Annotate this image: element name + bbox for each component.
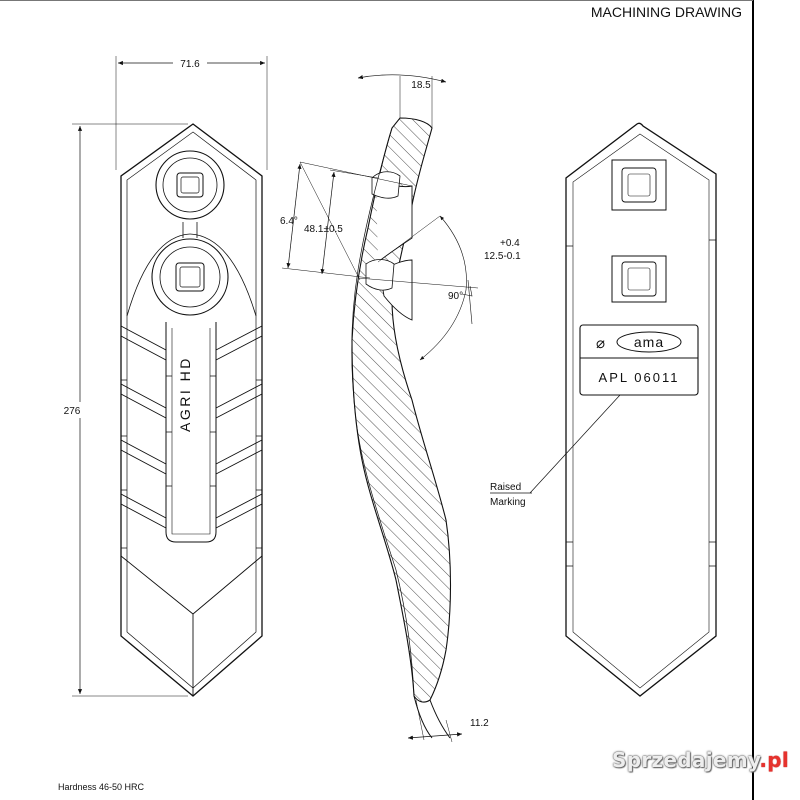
side-profile-edge bbox=[351, 127, 415, 697]
watermark-suffix: .pl bbox=[759, 748, 790, 772]
side-bottom-ext-left bbox=[415, 699, 425, 741]
front-rib-right-4 bbox=[215, 493, 263, 529]
back-upper-bolt-inner-2 bbox=[627, 173, 651, 197]
side-angle-line-1 bbox=[299, 161, 413, 187]
hardness-note: Hardness 46-50 HRC bbox=[58, 782, 145, 792]
back-lower-bolt bbox=[611, 255, 667, 303]
watermark: Sprzedajemy.pl bbox=[612, 748, 789, 772]
side-small-dim-line bbox=[286, 163, 302, 269]
front-height-dim: 276 bbox=[64, 406, 81, 417]
front-center-slot bbox=[165, 322, 217, 543]
front-rib-right-3 bbox=[215, 439, 263, 475]
side-bolt-head-2 bbox=[365, 259, 395, 291]
front-rib-right-2 bbox=[215, 383, 263, 419]
front-slot-ticks bbox=[166, 375, 216, 487]
back-notches-left bbox=[566, 245, 573, 567]
front-lower-bolt-hole bbox=[175, 262, 205, 292]
back-notches-right bbox=[709, 239, 716, 567]
front-right-wing bbox=[189, 233, 257, 317]
drawing-title: MACHINING DRAWING bbox=[590, 4, 742, 20]
front-width-dim-bg bbox=[173, 56, 207, 70]
side-arc bbox=[419, 215, 467, 361]
side-bottom-dim-line bbox=[407, 732, 463, 740]
front-rib-steps-right bbox=[256, 379, 262, 549]
side-top-thickness: 18.5 bbox=[411, 80, 431, 91]
side-right-angle-line bbox=[467, 279, 473, 325]
front-upper-boss bbox=[155, 150, 225, 220]
front-lower-boss bbox=[151, 238, 229, 316]
front-lower-boss-inner bbox=[159, 246, 221, 308]
side-bottom-thickness: 11.2 bbox=[470, 718, 489, 729]
side-offset-dim-line bbox=[320, 171, 336, 275]
front-rib-steps-left bbox=[121, 379, 127, 549]
back-part-number: APL 06011 bbox=[599, 370, 680, 385]
back-outline bbox=[565, 122, 717, 697]
back-lower-bolt-inner-2 bbox=[627, 267, 651, 291]
side-bolt-head bbox=[371, 171, 401, 199]
front-rib-left-2 bbox=[120, 383, 167, 419]
back-logo-oval bbox=[616, 331, 682, 353]
front-rib-left-4 bbox=[120, 493, 167, 529]
back-inner-outline bbox=[572, 133, 710, 689]
side-bottom-ext-right bbox=[445, 719, 453, 743]
front-width-dim: 71.6 bbox=[180, 59, 200, 70]
back-marking-plate bbox=[579, 324, 699, 396]
back-view bbox=[490, 122, 717, 697]
front-upper-boss-inner bbox=[162, 157, 218, 213]
front-left-wing bbox=[126, 233, 191, 317]
watermark-text: Sprzedajemy bbox=[612, 748, 760, 772]
front-rib-left-1 bbox=[120, 325, 167, 361]
back-upper-bolt-inner bbox=[621, 167, 657, 203]
front-lower-bolt-hole-inner bbox=[179, 266, 201, 288]
front-height-dim-bg bbox=[66, 402, 94, 418]
side-offset-ext-bottom bbox=[281, 267, 371, 279]
side-view bbox=[281, 74, 479, 743]
front-view bbox=[72, 56, 268, 697]
front-rib-left-3 bbox=[120, 439, 167, 475]
front-boss-link bbox=[182, 222, 198, 238]
front-tip-chevron bbox=[120, 555, 263, 615]
side-offset: 48.1±0.5 bbox=[304, 224, 343, 235]
side-right-angle: 90° bbox=[448, 291, 463, 302]
frame-border-right bbox=[752, 0, 754, 800]
side-normal-line bbox=[357, 277, 479, 289]
back-callout-line2: Marking bbox=[490, 497, 526, 508]
back-callout-line1: Raised bbox=[490, 482, 521, 493]
side-offset-ext-top bbox=[329, 169, 379, 179]
side-angle-small: 6.4° bbox=[280, 216, 298, 227]
back-logo-text: ama bbox=[634, 334, 664, 350]
front-rib-right-1 bbox=[215, 325, 263, 361]
frame-border-top bbox=[0, 0, 753, 1]
front-upper-bolt-hole-inner bbox=[180, 176, 200, 194]
side-top-dim-curve bbox=[357, 74, 447, 83]
side-tol-main: 12.5-0.1 bbox=[484, 251, 521, 262]
side-tol-upper: +0.4 bbox=[500, 238, 520, 249]
front-center-slot-inner bbox=[171, 328, 211, 535]
front-embossed-text: AGRI HD bbox=[177, 356, 193, 432]
back-lower-bolt-inner bbox=[621, 261, 657, 297]
back-upper-bolt bbox=[611, 159, 667, 211]
side-tip-2 bbox=[429, 699, 451, 739]
back-logo-symbol: ⌀ bbox=[596, 335, 605, 352]
back-callout-leader bbox=[529, 394, 621, 494]
side-right-angle-mark bbox=[461, 285, 473, 297]
side-angle-line-2 bbox=[299, 161, 361, 281]
front-upper-bolt-hole bbox=[176, 172, 204, 198]
